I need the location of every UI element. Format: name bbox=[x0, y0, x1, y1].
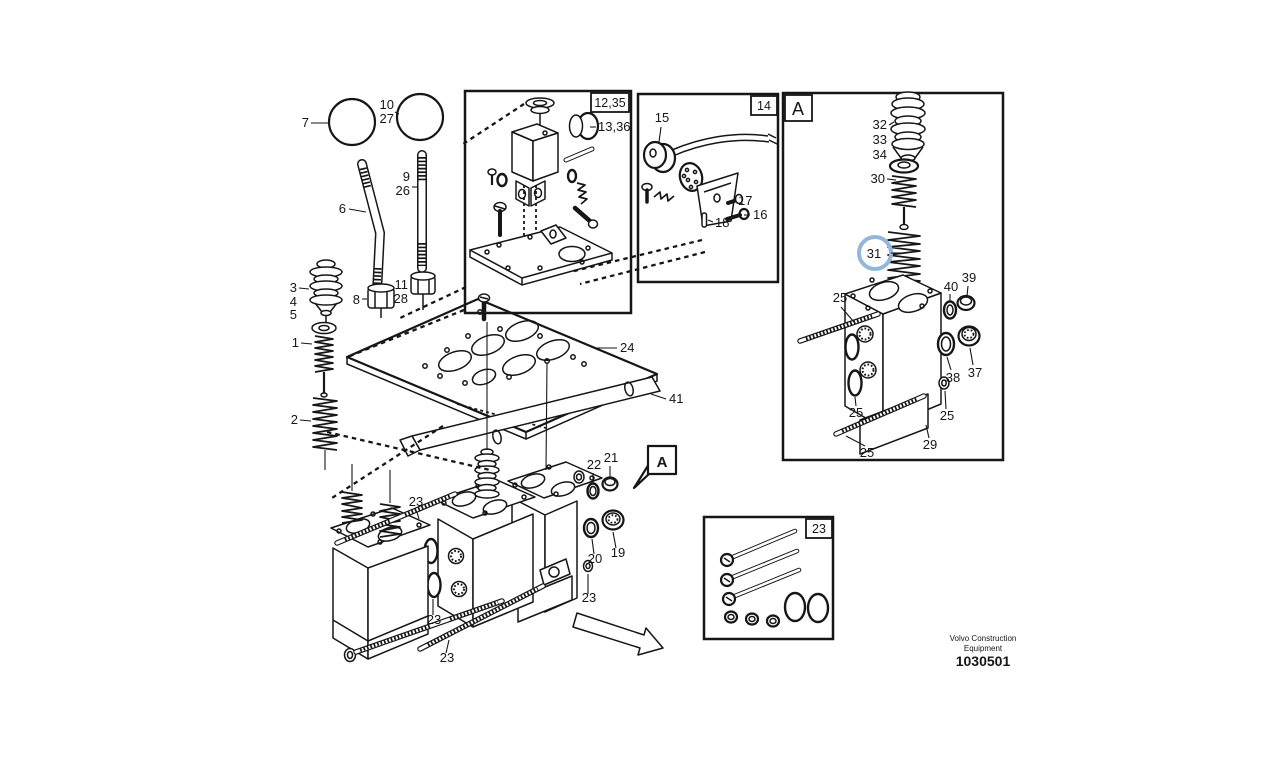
callout-38: 38 bbox=[946, 370, 960, 385]
footer-brand-line1: Volvo Construction bbox=[950, 634, 1017, 643]
callout-33: 33 bbox=[873, 132, 887, 147]
tie-rod-callouts: 23 23 23 bbox=[409, 494, 454, 665]
callout-6: 6 bbox=[339, 201, 346, 216]
boot-spring-middle bbox=[474, 448, 500, 499]
tie-rod-bottom bbox=[343, 598, 505, 663]
lever-6: 6 bbox=[339, 159, 386, 297]
nut-8: 8 bbox=[353, 283, 395, 318]
kit-bolts bbox=[719, 528, 802, 607]
callout-40: 40 bbox=[944, 279, 958, 294]
plunger-30: 30 bbox=[871, 158, 920, 231]
direction-arrow bbox=[572, 612, 664, 656]
callout-18: 18 bbox=[715, 215, 729, 230]
section-view-label: A bbox=[792, 99, 804, 119]
section-A-callouts: 25 40 39 38 37 25 25 25 29 bbox=[833, 270, 982, 460]
callout-31: 31 bbox=[867, 246, 881, 261]
callout-21: 21 bbox=[604, 450, 618, 465]
switch-assembly-drawing bbox=[641, 133, 778, 228]
figure-footer: Volvo Construction Equipment 1030501 bbox=[950, 634, 1017, 669]
callout-39: 39 bbox=[962, 270, 976, 285]
callout-25-top: 25 bbox=[833, 290, 847, 305]
bracket-41: 41 bbox=[399, 376, 683, 457]
callout-15: 15 bbox=[655, 110, 669, 125]
callout-1: 1 bbox=[292, 335, 299, 350]
callout-23-nut: 23 bbox=[582, 590, 596, 605]
callout-17: 17 bbox=[738, 193, 752, 208]
boot-3-4-5: 3 4 5 bbox=[290, 259, 343, 322]
callout-7: 7 bbox=[302, 115, 309, 130]
section-flag-label: A bbox=[657, 454, 668, 471]
callout-26: 26 bbox=[396, 183, 410, 198]
callout-27: 27 bbox=[380, 111, 394, 126]
inset-switch-assembly: 14 15 17 16 18 bbox=[636, 92, 780, 284]
tie-rod-top bbox=[334, 491, 458, 546]
callout-16: 16 bbox=[753, 207, 767, 222]
section-view-A: A 32 33 34 30 bbox=[781, 91, 1005, 462]
callout-11: 11 bbox=[395, 277, 409, 292]
lever-assembly-drawing bbox=[469, 97, 613, 286]
callout-25-bottom: 25 bbox=[860, 445, 874, 460]
figure-number: 1030501 bbox=[956, 653, 1011, 669]
callout-5: 5 bbox=[290, 307, 297, 322]
callout-23-rod: 23 bbox=[409, 494, 423, 509]
footer-brand-line2: Equipment bbox=[964, 644, 1003, 653]
plate-screw bbox=[477, 293, 491, 322]
inset-lever-assembly: 12,35 13,36 bbox=[463, 89, 633, 315]
kit-orings bbox=[783, 591, 830, 624]
callout-10: 10 bbox=[380, 97, 394, 112]
callout-25-left: 25 bbox=[849, 405, 863, 420]
callout-20: 20 bbox=[588, 551, 602, 566]
callout-37: 37 bbox=[968, 365, 982, 380]
valve-body-29 bbox=[844, 274, 942, 455]
fittings-right bbox=[936, 294, 981, 390]
kit-nuts bbox=[723, 610, 781, 628]
rod-9-26: 9 26 bbox=[396, 150, 427, 273]
knob-10-27: 10 27 bbox=[380, 92, 445, 142]
kit-label-23: 23 bbox=[812, 522, 826, 536]
bolt-25-lower bbox=[833, 393, 927, 437]
boot-32-33-34: 32 33 34 bbox=[873, 91, 926, 170]
callout-23-oring: 23 bbox=[427, 612, 441, 627]
assembly-leader-right bbox=[545, 362, 548, 471]
callout-2: 2 bbox=[291, 412, 298, 427]
callout-8: 8 bbox=[353, 292, 360, 307]
callout-23-rod2: 23 bbox=[440, 650, 454, 665]
knob-7: 7 bbox=[302, 97, 377, 147]
spring-2: 2 bbox=[291, 397, 338, 470]
plunger-1: 1 bbox=[292, 321, 337, 398]
callout-29: 29 bbox=[923, 437, 937, 452]
callout-4: 4 bbox=[290, 294, 297, 309]
callout-13-36: 13,36 bbox=[598, 119, 631, 134]
callout-19: 19 bbox=[611, 545, 625, 560]
inset-label-14: 14 bbox=[757, 99, 771, 113]
projection-lines bbox=[326, 103, 706, 499]
bolt-25-upper bbox=[797, 311, 881, 344]
callout-9: 9 bbox=[403, 169, 410, 184]
callout-24: 24 bbox=[620, 340, 634, 355]
nut-11-28: 11 28 bbox=[394, 271, 436, 310]
callout-28: 28 bbox=[394, 291, 408, 306]
callout-3: 3 bbox=[290, 280, 297, 295]
callout-41: 41 bbox=[669, 391, 683, 406]
section-flag: A bbox=[632, 444, 678, 490]
callout-34: 34 bbox=[873, 147, 887, 162]
inset-kit-23: 23 bbox=[702, 515, 835, 641]
callout-30: 30 bbox=[871, 171, 885, 186]
right-body-fittings: 22 21 20 19 23 bbox=[573, 450, 625, 605]
inset-label-12-35: 12,35 bbox=[594, 96, 625, 110]
callout-25-right: 25 bbox=[940, 408, 954, 423]
callout-32: 32 bbox=[873, 117, 887, 132]
callout-22: 22 bbox=[587, 457, 601, 472]
tie-rod-middle bbox=[417, 583, 546, 652]
